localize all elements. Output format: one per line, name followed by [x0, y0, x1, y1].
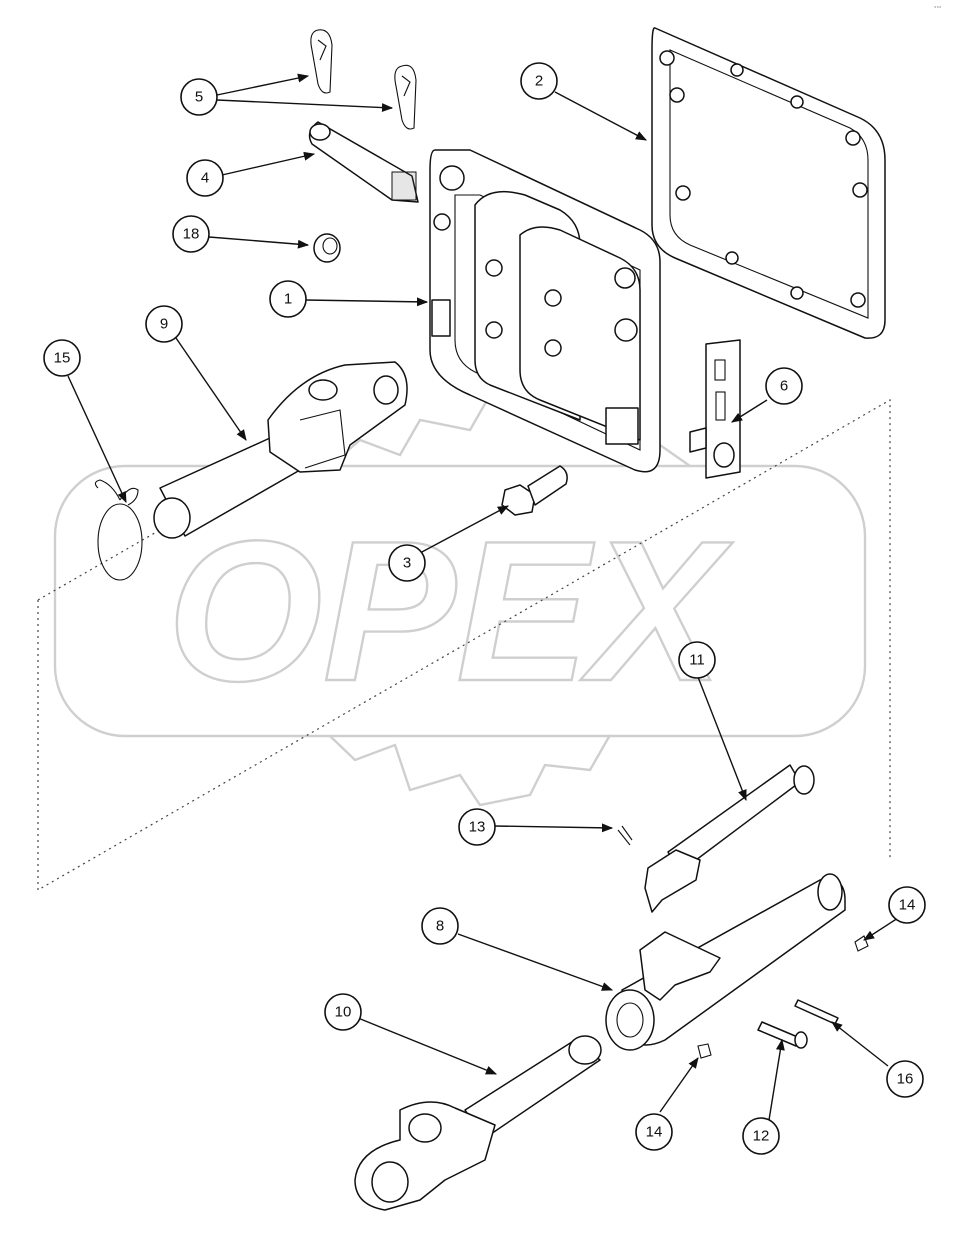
callout-4: 4	[186, 159, 224, 197]
callout-13-label: 13	[469, 819, 486, 836]
callout-6: 6	[765, 367, 803, 405]
callout-16: 16	[886, 1060, 924, 1098]
leader-lines	[67, 73, 899, 1121]
watermark-text: OPEX	[167, 500, 733, 723]
callout-14-upper-label: 14	[899, 897, 916, 914]
part-clips	[310, 29, 417, 130]
callout-10-label: 10	[335, 1004, 352, 1021]
callout-11-label: 11	[689, 652, 705, 669]
callout-2-label: 2	[535, 73, 543, 90]
callout-13: 13	[458, 808, 496, 846]
callout-18-label: 18	[183, 226, 200, 243]
callout-8-label: 8	[436, 918, 444, 935]
part-gasket	[651, 27, 886, 339]
part-ring	[94, 479, 143, 581]
callout-14-upper: 14	[888, 886, 926, 924]
part-body-tube	[605, 873, 846, 1051]
part-bushing	[313, 233, 341, 263]
callout-12-label: 12	[753, 1128, 770, 1145]
part-housing	[429, 149, 661, 473]
callout-1: 1	[269, 280, 307, 318]
callout-14-lower-label: 14	[646, 1124, 663, 1141]
callout-5: 5	[180, 78, 218, 116]
callout-1-label: 1	[284, 291, 292, 308]
callout-15: 15	[43, 339, 81, 377]
part-upper-link	[153, 361, 408, 539]
callout-2: 2	[520, 62, 558, 100]
opex-watermark: OPEX	[53, 393, 867, 807]
callout-8: 8	[421, 907, 459, 945]
part-grease-fittings	[697, 935, 869, 1059]
part-bracket	[689, 339, 741, 479]
callout-9: 9	[145, 305, 183, 343]
callout-16-label: 16	[897, 1071, 914, 1088]
callout-3-label: 3	[403, 555, 411, 572]
callout-18: 18	[172, 215, 210, 253]
part-clevis-pin	[757, 1021, 808, 1049]
part-adjuster-rod	[644, 764, 815, 913]
assembly-guide-line	[37, 398, 891, 892]
callout-12: 12	[742, 1117, 780, 1155]
callout-6-label: 6	[780, 378, 788, 395]
callout-15-label: 15	[54, 350, 71, 367]
corner-mark: °°°	[934, 6, 942, 12]
callout-5-label: 5	[195, 89, 203, 106]
part-lower-link	[354, 1035, 602, 1211]
callout-11: 11	[678, 641, 716, 679]
callout-10: 10	[324, 993, 362, 1031]
callout-9-label: 9	[160, 316, 168, 333]
watermark-outline	[53, 464, 867, 738]
callout-14-lower: 14	[635, 1113, 673, 1151]
callout-3: 3	[388, 544, 426, 582]
part-pin	[308, 121, 419, 203]
part-spring-pin	[794, 999, 839, 1025]
part-bolt	[501, 465, 568, 516]
callout-4-label: 4	[201, 170, 209, 187]
part-cotter	[617, 825, 633, 846]
